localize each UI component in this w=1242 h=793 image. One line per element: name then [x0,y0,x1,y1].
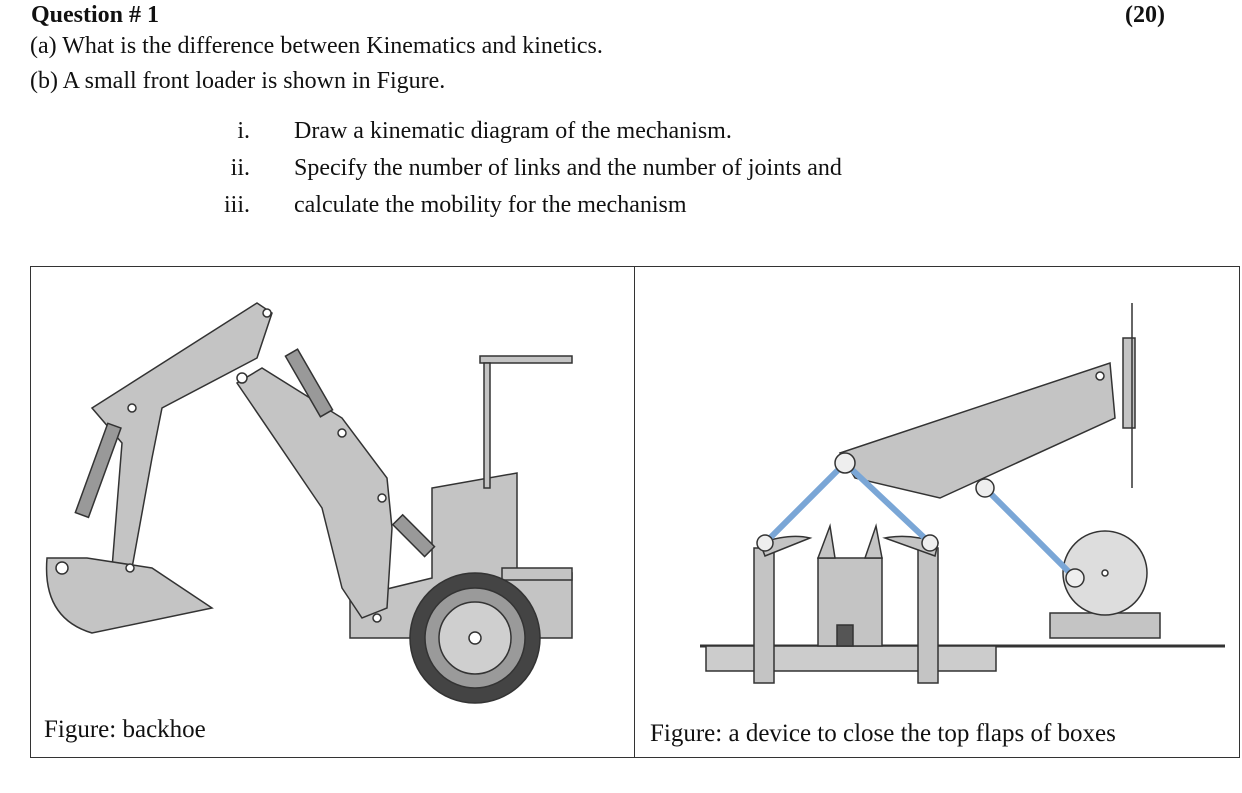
backhoe-caption: Figure: backhoe [44,716,206,743]
item-text-ii: Specify the number of links and the numb… [294,155,842,181]
figure-divider [634,266,635,758]
part-a-text: (a) What is the difference between Kinem… [30,33,603,59]
box-device-caption: Figure: a device to close the top flaps … [650,720,1116,747]
box-flap-device-illustration [700,303,1225,684]
part-b-text: (b) A small front loader is shown in Fig… [30,68,446,94]
item-number-ii: ii. [230,155,250,181]
item-number-iii: iii. [223,192,250,218]
backhoe-illustration [45,302,573,704]
question-title: Question # 1 [31,2,160,28]
question-marks: (20) [1125,2,1165,28]
item-text-iii: calculate the mobility for the mechanism [294,192,687,218]
figure-table [30,266,1240,758]
item-text-i: Draw a kinematic diagram of the mechanis… [294,118,732,144]
item-number-i: i. [237,118,250,144]
